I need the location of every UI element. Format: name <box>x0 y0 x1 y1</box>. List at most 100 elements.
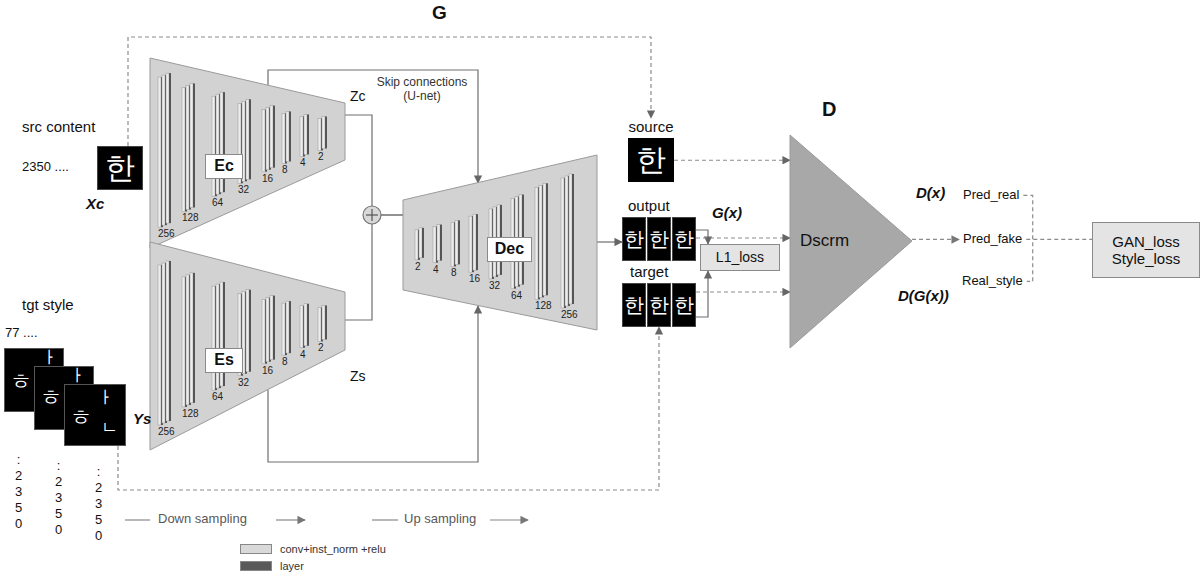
connector <box>696 291 790 292</box>
loss-box: GAN_lossStyle_loss <box>1092 222 1200 278</box>
block-outline <box>150 242 345 450</box>
connector <box>345 215 403 320</box>
box-text: Ec <box>214 157 234 175</box>
connector <box>696 230 708 244</box>
connector <box>674 160 790 161</box>
content-glyph: 한 <box>97 146 143 190</box>
latent-name: Zs <box>350 368 366 384</box>
layer-size: 4 <box>300 350 306 360</box>
legend-text: conv+inst_norm +relu <box>280 543 386 556</box>
layer-size: 256 <box>158 427 175 437</box>
connector <box>696 237 790 238</box>
loss-box: L1_loss <box>700 244 780 271</box>
stroke-glyph: ㅎ <box>10 371 32 393</box>
connector <box>597 241 622 242</box>
encoder-label: Ec <box>205 154 243 179</box>
input-label: src content <box>22 118 95 135</box>
count-column: : 2 3 5 0 <box>14 452 23 532</box>
decoder: 248163264128256Dec <box>403 155 597 330</box>
stroke-glyph: ㅎ <box>70 407 92 429</box>
direction-label: Down sampling <box>158 512 247 527</box>
variable-name: G(x) <box>712 204 742 221</box>
layer-size: 32 <box>489 281 500 291</box>
content-encoder: 256128643216842Ec <box>150 58 345 248</box>
style-encoder: 256 128 64 32 16 8 4 2Es <box>150 242 345 450</box>
glyph-text: 한 <box>674 229 694 249</box>
layer-size: 2 <box>318 152 324 162</box>
output-glyph: 한 <box>622 217 646 261</box>
box-text: GAN_loss <box>1112 233 1180 250</box>
network-block <box>150 242 345 450</box>
encoder-label: Es <box>205 348 243 373</box>
variable-name: D(x) <box>916 184 945 201</box>
glyph-text: 한 <box>649 229 669 249</box>
layer-size: 32 <box>238 378 249 388</box>
glyph-text: 한 <box>624 229 644 249</box>
layer-size: 4 <box>433 265 439 275</box>
layer-size: 16 <box>469 274 480 284</box>
count-column: : 2 3 5 0 <box>54 458 63 538</box>
box-text: Es <box>214 351 234 369</box>
discriminator: Dscrm <box>790 135 912 348</box>
glyph-text: source <box>628 118 674 135</box>
box-text: Style_loss <box>1112 250 1180 267</box>
layer-size: 128 <box>535 301 552 311</box>
sum-junction <box>363 206 381 224</box>
input-label: tgt style <box>22 296 74 313</box>
stroke-glyph: ㅎ <box>40 387 62 409</box>
layer-size: 128 <box>182 213 199 223</box>
layer-stack <box>158 73 327 227</box>
stroke-glyph: ㅏ <box>97 389 114 406</box>
box-text: Dec <box>495 240 524 258</box>
block-name: Dscrm <box>800 231 849 251</box>
decoder-label: Dec <box>487 237 532 262</box>
target-glyph: 한 <box>647 283 671 327</box>
variable-name: Xc <box>86 195 104 212</box>
layer-size: 4 <box>300 158 306 168</box>
block-title: D <box>822 98 836 121</box>
group-label: target <box>630 263 668 280</box>
count-label: 77 .... <box>5 326 38 341</box>
layer-size: 16 <box>262 174 273 184</box>
output-label: Real_style <box>962 274 1023 289</box>
glyph-text: 한 <box>105 153 135 183</box>
layer-stack <box>415 174 574 308</box>
legend-item: conv+inst_norm +relu <box>240 543 386 556</box>
layer-size: 8 <box>282 357 288 367</box>
block-outline <box>150 58 345 248</box>
count-column: : 2 3 5 0 <box>94 464 103 544</box>
glyph-text: 한 <box>624 295 644 315</box>
connector <box>345 115 403 215</box>
layer-size: 256 <box>561 310 578 320</box>
layer-size: 128 <box>182 409 199 419</box>
layer-size: 16 <box>262 366 273 376</box>
glyph-text: 한 <box>649 295 669 315</box>
output-label: Pred_real <box>963 188 1019 203</box>
legend-swatch <box>240 544 272 554</box>
layer-size: 64 <box>212 392 223 402</box>
direction-label: Up sampling <box>404 512 476 527</box>
latent-name: Zc <box>350 88 366 104</box>
target-glyph: 한 <box>622 283 646 327</box>
glyph-text: 한 <box>628 138 674 182</box>
network-block <box>150 58 345 248</box>
variable-name: D(G(x)) <box>898 287 949 304</box>
count-label: 2350 .... <box>22 160 69 175</box>
stroke-glyph: ㅏ <box>69 367 86 384</box>
style-card: ㅎㅏㄴ <box>64 384 126 446</box>
connector <box>696 271 708 317</box>
layer-size: 2 <box>318 343 324 353</box>
layer-size: 64 <box>511 291 522 301</box>
layer-stack <box>158 261 327 425</box>
legend-text: layer <box>280 560 304 573</box>
output-glyph: 한 <box>647 217 671 261</box>
group-label: output <box>628 197 670 214</box>
stroke-glyph: ㅏ <box>41 349 58 366</box>
glyph-text: 한 <box>674 295 694 315</box>
source-glyph: source 한 <box>628 118 674 182</box>
legend-item: layer <box>240 560 304 573</box>
block-outline <box>403 155 597 330</box>
connector-label: Skip connections (U-net) <box>372 75 472 103</box>
